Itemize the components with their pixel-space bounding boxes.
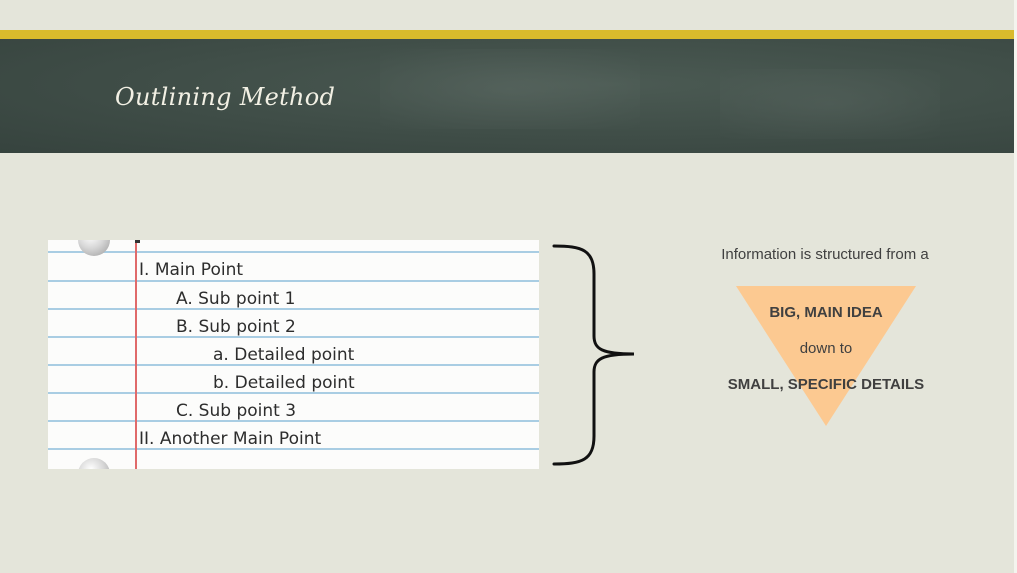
paper-rule — [48, 420, 539, 422]
paper-margin-line — [135, 240, 137, 469]
chalkboard-header: Outlining Method — [0, 39, 1015, 153]
top-strip — [0, 0, 1017, 30]
outline-line: a. Detailed point — [213, 345, 355, 365]
notebook-paper-image: I. Main Point A. Sub point 1 B. Sub poin… — [48, 240, 539, 469]
paper-rule — [48, 308, 539, 310]
chalk-smudge — [380, 49, 640, 129]
intro-text[interactable]: Information is structured from a — [721, 246, 929, 263]
gold-accent-bar — [0, 30, 1015, 39]
slide-edge — [1014, 0, 1017, 573]
details-label[interactable]: SMALL, SPECIFIC DETAILS — [727, 376, 925, 393]
big-idea-label[interactable]: BIG, MAIN IDEA — [769, 304, 883, 321]
paper-rule — [48, 336, 539, 338]
paper-rule — [48, 280, 539, 282]
punch-hole-icon — [78, 240, 110, 256]
outline-line: A. Sub point 1 — [176, 289, 296, 309]
ink-mark — [135, 240, 140, 243]
right-curly-brace-icon — [552, 244, 635, 466]
slide-title[interactable]: Outlining Method — [115, 83, 336, 111]
chalk-smudge — [720, 69, 940, 139]
outline-line: b. Detailed point — [213, 373, 355, 393]
outline-line: B. Sub point 2 — [176, 317, 296, 337]
outline-line: I. Main Point — [139, 260, 244, 280]
paper-rule — [48, 392, 539, 394]
information-graphic: Information is structured from a BIG, MA… — [700, 240, 950, 430]
outline-line: II. Another Main Point — [139, 429, 322, 449]
paper-rule — [48, 448, 539, 450]
paper-rule — [48, 364, 539, 366]
down-to-label[interactable]: down to — [799, 340, 853, 357]
paper-rule — [48, 251, 539, 253]
inverted-triangle-shape — [736, 286, 916, 426]
punch-hole-icon — [78, 458, 110, 469]
outline-line: C. Sub point 3 — [176, 401, 297, 421]
